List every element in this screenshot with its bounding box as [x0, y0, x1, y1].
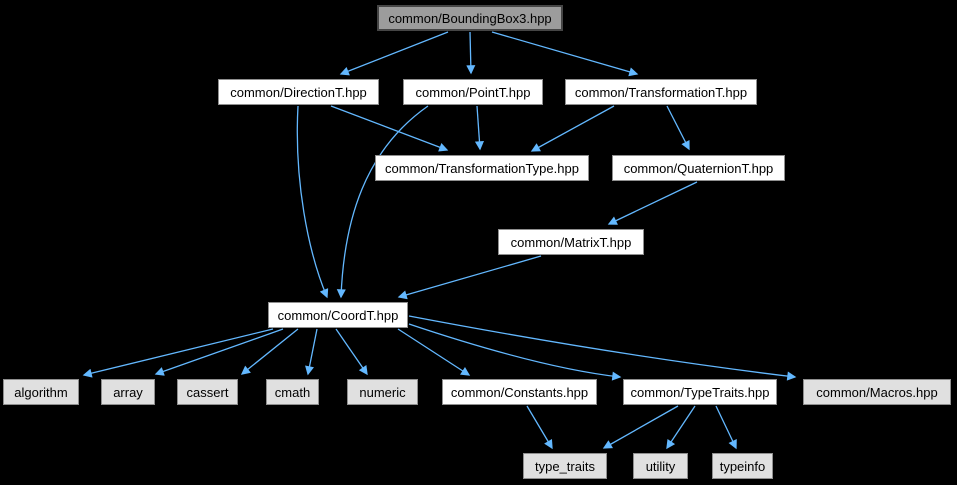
node-algorithm: algorithm: [3, 379, 79, 405]
edge-pointt-coordt: [336, 105, 429, 299]
edge-transformationt-quaterniont: [666, 105, 690, 151]
node-common-directiont-hpp[interactable]: common/DirectionT.hpp: [218, 79, 379, 105]
node-common-transformationtype-hpp[interactable]: common/TransformationType.hpp: [375, 155, 589, 181]
node-common-constants-hpp[interactable]: common/Constants.hpp: [442, 379, 597, 405]
node-common-boundingbox3-hpp: common/BoundingBox3.hpp: [377, 5, 563, 31]
edge-transformationt-transformationtype: [530, 105, 615, 152]
node-common-matrixt-hpp[interactable]: common/MatrixT.hpp: [498, 229, 644, 255]
edge-coordt-cmath: [305, 328, 318, 376]
node-typeinfo: typeinfo: [712, 453, 773, 479]
node-common-coordt-hpp[interactable]: common/CoordT.hpp: [268, 302, 408, 328]
edge-typetraits-typeinfo: [715, 405, 737, 450]
edge-boundingbox3-transformationt: [491, 31, 639, 77]
edge-quaterniont-matrixt: [607, 181, 698, 225]
node-utility: utility: [633, 453, 688, 479]
node-array: array: [101, 379, 155, 405]
edge-boundingbox3-pointt: [466, 31, 476, 75]
edge-directiont-coordt: [296, 105, 329, 299]
edge-coordt-typetraits: [408, 323, 622, 381]
node-common-typetraits-hpp[interactable]: common/TypeTraits.hpp: [623, 379, 777, 405]
node-common-macros-hpp: common/Macros.hpp: [803, 379, 951, 405]
edge-typetraits-utility: [666, 405, 696, 450]
node-numeric: numeric: [347, 379, 418, 405]
edge-coordt-macros: [408, 315, 797, 381]
edge-coordt-cassert: [240, 328, 299, 375]
node-common-quaterniont-hpp[interactable]: common/QuaternionT.hpp: [612, 155, 785, 181]
node-common-transformationt-hpp[interactable]: common/TransformationT.hpp: [565, 79, 757, 105]
edge-coordt-algorithm: [82, 328, 274, 378]
edge-coordt-numeric: [335, 328, 368, 376]
edge-typetraits-type_traits: [602, 405, 679, 449]
node-cmath: cmath: [266, 379, 319, 405]
node-cassert: cassert: [177, 379, 238, 405]
edge-directiont-transformationtype: [330, 105, 449, 152]
edge-pointt-transformationtype: [474, 105, 485, 151]
node-type_traits: type_traits: [523, 453, 607, 479]
edge-boundingbox3-directiont: [339, 31, 449, 76]
edge-constants-typetraits-std: [526, 405, 553, 450]
node-common-pointt-hpp[interactable]: common/PointT.hpp: [403, 79, 543, 105]
edge-coordt-constants: [397, 328, 471, 376]
edge-matrixt-coordt: [397, 255, 542, 300]
edge-coordt-array: [154, 328, 284, 376]
